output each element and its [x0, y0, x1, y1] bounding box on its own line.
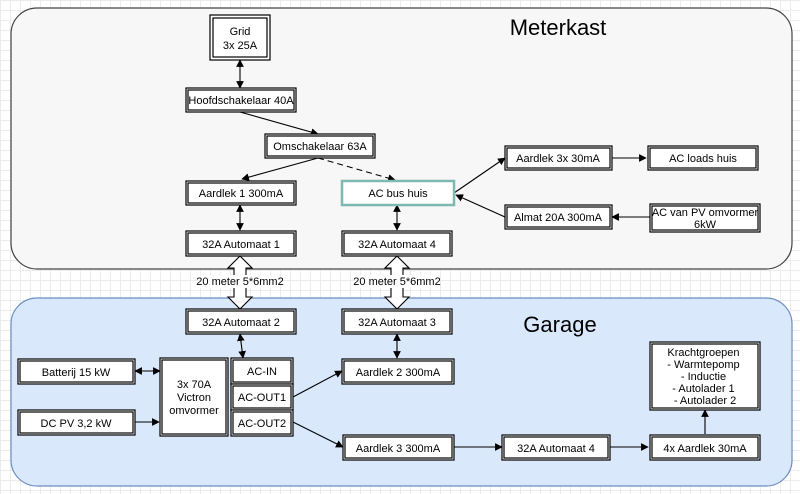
ac-bus-huis-node: AC bus huis — [340, 179, 456, 207]
edge-automaat2-acin — [237, 333, 246, 359]
aardlek3-node: Aardlek 3 300mA — [342, 434, 455, 461]
dc-pv-node: DC PV 3,2 kW — [17, 409, 136, 436]
ac-loads-huis-node: AC loads huis — [647, 145, 759, 171]
automaat2-node: 32A Automaat 2 — [185, 308, 297, 335]
aardlek1-node: Aardlek 1 300mA — [185, 180, 297, 206]
krachtgroepen-label: Krachtgroepen - Warmtepomp - Inductie - … — [667, 347, 742, 407]
omschakelaar-node: Omschakelaar 63A — [264, 133, 376, 159]
automaat2-label: 32A Automaat 2 — [202, 317, 280, 329]
hoofdschakelaar-node: Hoofdschakelaar 40A — [185, 87, 297, 113]
cable-arrow-left: 20 meter 5*6mm2 — [196, 255, 284, 310]
edge-omschakelaar-aardlek1 — [241, 157, 319, 181]
edge-acout2-aardlek3 — [292, 421, 344, 448]
ac-in-port: AC-IN — [230, 357, 294, 385]
hoofdschakelaar-label: Hoofdschakelaar 40A — [188, 95, 294, 107]
aardlek3-label: Aardlek 3 300mA — [356, 443, 441, 455]
cable-label-right: 20 meter 5*6mm2 — [353, 276, 440, 288]
edge-acout1-aardlek2 — [292, 370, 343, 398]
aardlek1-label: Aardlek 1 300mA — [199, 188, 284, 200]
batterij-label: Batterij 15 kW — [42, 367, 111, 379]
ac-out1-port: AC-OUT1 — [230, 383, 294, 411]
ac-out1-label: AC-OUT1 — [238, 392, 286, 404]
omschakelaar-label: Omschakelaar 63A — [273, 141, 367, 153]
edge-hoofdschakelaar-omschakelaar — [239, 111, 319, 136]
ac-out2-label: AC-OUT2 — [238, 418, 286, 430]
aardlek-4x30-label: 4x Aardlek 30mA — [663, 443, 747, 455]
edge-omschakelaar-acbus-dashed — [317, 157, 396, 182]
cable-arrow-right: 20 meter 5*6mm2 — [353, 255, 441, 310]
aardlek2-node: Aardlek 2 300mA — [341, 358, 455, 385]
aardlek-3x30-label: Aardlek 3x 30mA — [516, 153, 600, 165]
automaat4-bottom-label: 32A Automaat 4 — [517, 443, 595, 455]
aardlek2-label: Aardlek 2 300mA — [356, 367, 441, 379]
automaat4-bottom-node: 32A Automaat 4 — [501, 434, 611, 461]
krachtgroepen-node: Krachtgroepen - Warmtepomp - Inductie - … — [649, 341, 761, 411]
aardlek-4x30-node: 4x Aardlek 30mA — [649, 434, 761, 461]
ac-bus-huis-label: AC bus huis — [368, 188, 428, 200]
dc-pv-label: DC PV 3,2 kW — [41, 418, 113, 430]
ac-in-label: AC-IN — [247, 366, 277, 378]
edge-acbus-aardlek3x30 — [453, 157, 506, 194]
automaat4-top-node: 32A Automaat 4 — [341, 230, 453, 257]
automaat3-label: 32A Automaat 3 — [358, 317, 436, 329]
ac-out2-port: AC-OUT2 — [230, 409, 294, 437]
ac-loads-huis-label: AC loads huis — [669, 153, 737, 165]
almat-node: Almat 20A 300mA — [504, 204, 613, 230]
batterij-node: Batterij 15 kW — [17, 358, 136, 385]
automaat1-label: 32A Automaat 1 — [202, 239, 280, 251]
meterkast-title: Meterkast — [510, 15, 607, 40]
automaat4-top-label: 32A Automaat 4 — [358, 239, 436, 251]
automaat1-node: 32A Automaat 1 — [185, 230, 297, 257]
garage-title: Garage — [523, 312, 596, 337]
cable-label-left: 20 meter 5*6mm2 — [196, 276, 283, 288]
almat-label: Almat 20A 300mA — [514, 212, 603, 224]
automaat3-node: 32A Automaat 3 — [341, 308, 453, 335]
connections — [134, 59, 709, 451]
aardlek-3x30-node: Aardlek 3x 30mA — [504, 145, 613, 171]
edge-almat-acbus — [455, 194, 506, 218]
